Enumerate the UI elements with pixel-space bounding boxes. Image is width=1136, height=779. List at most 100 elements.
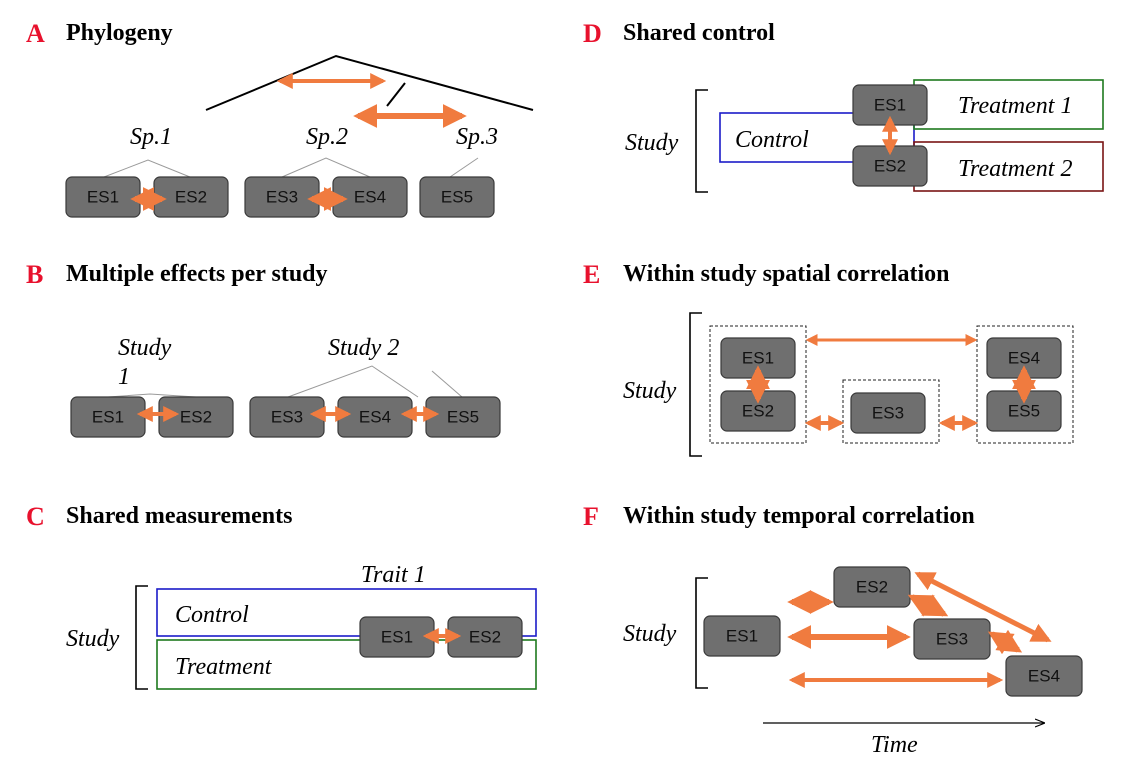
panel-f-letter: F [583,502,599,531]
es-label: ES2 [175,188,207,207]
es-box: ES3 [244,176,320,218]
study-label: Study [623,621,677,647]
es-label: ES2 [469,628,501,647]
panel-d-letter: D [583,19,602,48]
study-bracket [695,89,708,193]
panel-e: E Within study spatial correlation Study… [583,260,1074,457]
panel-c-letter: C [26,502,45,531]
panel-b: B Multiple effects per study Study 1 Stu… [26,260,501,438]
es-label: ES2 [874,157,906,176]
treatment1-label: Treatment 1 [958,93,1072,119]
study1-label: Study [118,335,172,361]
es-label: ES4 [1028,667,1060,686]
es-label: ES1 [726,627,758,646]
sp1-connector [103,159,191,178]
control-label: Control [175,602,249,628]
treatment-label: Treatment [175,654,273,680]
sp2-connector [281,157,371,178]
es-box: ES4 [1005,655,1083,697]
study-label: Study [66,626,120,652]
es-box: ES4 [337,396,413,438]
es-label: ES1 [92,408,124,427]
es-label: ES3 [266,188,298,207]
es-label: ES3 [271,408,303,427]
time-label: Time [871,732,918,758]
es-box: ES5 [425,396,501,438]
phylogeny-branch [386,82,406,107]
es-label: ES5 [1008,402,1040,421]
es-box: ES1 [359,616,435,658]
es-label: ES3 [936,630,968,649]
es-label: ES1 [87,188,119,207]
treatment2-label: Treatment 2 [958,156,1072,182]
panel-c-title: Shared measurements [66,503,292,529]
es-label: ES4 [354,188,386,207]
es-box: ES1 [720,337,796,379]
es-box: ES3 [850,392,926,434]
study1-connector [107,393,197,398]
treatment-box [156,639,537,690]
es-label: ES1 [742,349,774,368]
study-bracket [689,312,702,457]
es-box: ES3 [249,396,325,438]
es-box: ES3 [913,618,991,660]
es-box: ES5 [986,390,1062,432]
study-label: Study [625,130,679,156]
es-box: ES2 [833,566,911,608]
panel-f: F Within study temporal correlation Stud… [583,502,1083,758]
region-box-left [709,325,807,444]
es-label: ES1 [874,96,906,115]
es-box: ES1 [703,615,781,657]
es-box: ES1 [65,176,141,218]
phylogeny-tree [205,54,534,111]
es-box: ES2 [447,616,523,658]
study2-label: Study 2 [328,335,399,361]
panel-c: C Shared measurements Trait 1 Study Cont… [26,502,537,690]
es-box: ES2 [153,176,229,218]
es-box: ES1 [70,396,146,438]
panel-e-title: Within study spatial correlation [623,261,949,287]
study2-connector [287,365,419,398]
es-box: ES2 [720,390,796,432]
region-box-middle [842,379,940,444]
species-label-3: Sp.3 [456,124,498,150]
es-box: ES4 [332,176,408,218]
es-label: ES2 [742,402,774,421]
panel-a: A Phylogeny Sp.1 Sp.2 Sp.3 ES1 ES2 ES3 E… [26,19,534,218]
panel-d-title: Shared control [623,20,775,46]
study2-connector-b [431,370,463,398]
study-label: Study [623,378,677,404]
species-label-1: Sp.1 [130,124,172,150]
study-bracket [135,585,148,690]
es-box: ES4 [986,337,1062,379]
control-box [156,588,537,637]
es-box: ES2 [158,396,234,438]
region-box-right [976,325,1074,444]
panel-a-title: Phylogeny [66,20,173,46]
control-box [719,112,915,163]
es-label: ES2 [856,578,888,597]
panel-b-letter: B [26,260,43,289]
es-label: ES5 [447,408,479,427]
f-es2-es4-arrow [914,571,1052,643]
study-bracket [695,577,708,689]
es-label: ES4 [1008,349,1040,368]
panel-d: D Shared control Study Control Treatment… [583,19,1104,193]
es-label: ES4 [359,408,391,427]
f-es2-es3-arrow [907,594,949,617]
control-label: Control [735,127,809,153]
trait-label: Trait 1 [361,562,426,588]
species-label-2: Sp.2 [306,124,348,150]
f-es3-es4-arrow [987,629,1023,655]
es-label: ES1 [381,628,413,647]
panel-a-letter: A [26,19,45,48]
es-label: ES3 [872,404,904,423]
es-box: ES2 [852,145,928,187]
panel-f-title: Within study temporal correlation [623,503,975,529]
panel-e-letter: E [583,260,600,289]
study1-number: 1 [118,364,130,390]
es-box: ES5 [419,176,495,218]
es-label: ES2 [180,408,212,427]
panel-b-title: Multiple effects per study [66,261,328,287]
